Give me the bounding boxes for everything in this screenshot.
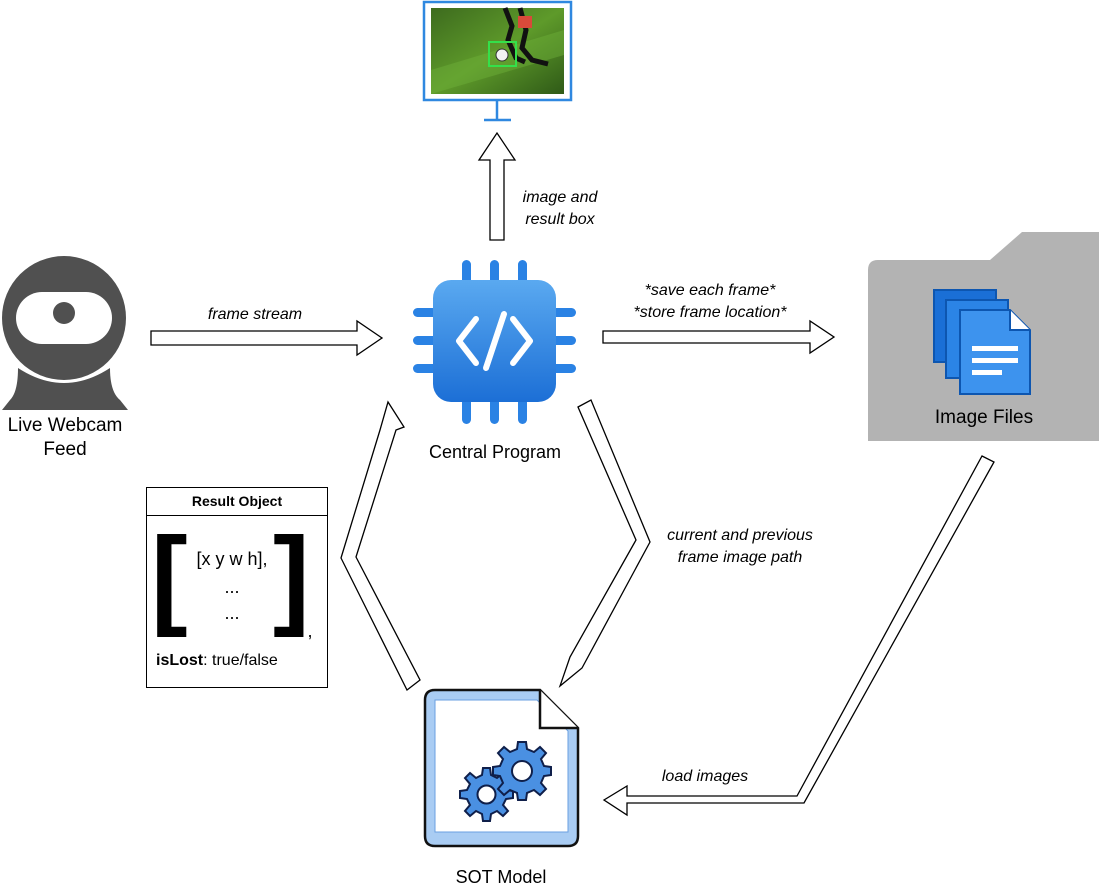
chip-icon bbox=[413, 260, 576, 424]
image-result-line2: result box bbox=[525, 211, 595, 228]
path-line1: current and previous bbox=[667, 527, 813, 544]
right-bracket: ] bbox=[273, 515, 310, 638]
image-files-label: Image Files bbox=[934, 407, 1034, 428]
result-line1: [x y w h], bbox=[196, 549, 268, 569]
result-object-box: Result Object [ ] [x y w h], ... ... , i… bbox=[146, 487, 328, 688]
documents-icon bbox=[933, 289, 1031, 395]
central-program-label: Central Program bbox=[428, 442, 562, 462]
sot-model-label: SOT Model bbox=[455, 867, 547, 887]
arrow-to-sot bbox=[558, 399, 651, 688]
webcam-label-line2: Feed bbox=[43, 439, 87, 460]
frame-stream-label: frame stream bbox=[207, 306, 303, 323]
save-frame-label: *save each frame* *store frame location* bbox=[600, 280, 820, 324]
arrow-to-monitor bbox=[477, 131, 517, 241]
gear-icon bbox=[459, 741, 552, 822]
arrow-load-images bbox=[602, 455, 995, 817]
arrow-frame-stream bbox=[150, 319, 384, 357]
frame-path-label: current and previous frame image path bbox=[640, 525, 840, 569]
left-bracket: [ bbox=[151, 515, 188, 638]
arrow-from-sot bbox=[340, 400, 421, 691]
is-lost-field: isLost: true/false bbox=[156, 652, 278, 670]
save-line2: *store frame location* bbox=[633, 304, 787, 321]
save-line1: *save each frame* bbox=[644, 282, 776, 299]
webcam-label-line1: Live Webcam bbox=[7, 415, 123, 436]
result-comma: , bbox=[307, 621, 313, 641]
load-images-label: load images bbox=[661, 768, 749, 785]
path-line2: frame image path bbox=[677, 549, 803, 566]
is-lost-value: : true/false bbox=[203, 652, 278, 669]
webcam-label: Live Webcam Feed bbox=[0, 414, 130, 462]
result-line3: ... bbox=[224, 603, 240, 623]
image-result-line1: image and bbox=[522, 189, 598, 206]
webcam-icon bbox=[2, 256, 128, 410]
result-object-title: Result Object bbox=[147, 488, 327, 516]
image-result-label: image and result box bbox=[505, 187, 615, 231]
is-lost-key: isLost bbox=[156, 652, 204, 669]
arrow-to-files bbox=[602, 319, 836, 355]
result-line2: ... bbox=[224, 577, 240, 597]
monitor-icon bbox=[422, 0, 573, 122]
